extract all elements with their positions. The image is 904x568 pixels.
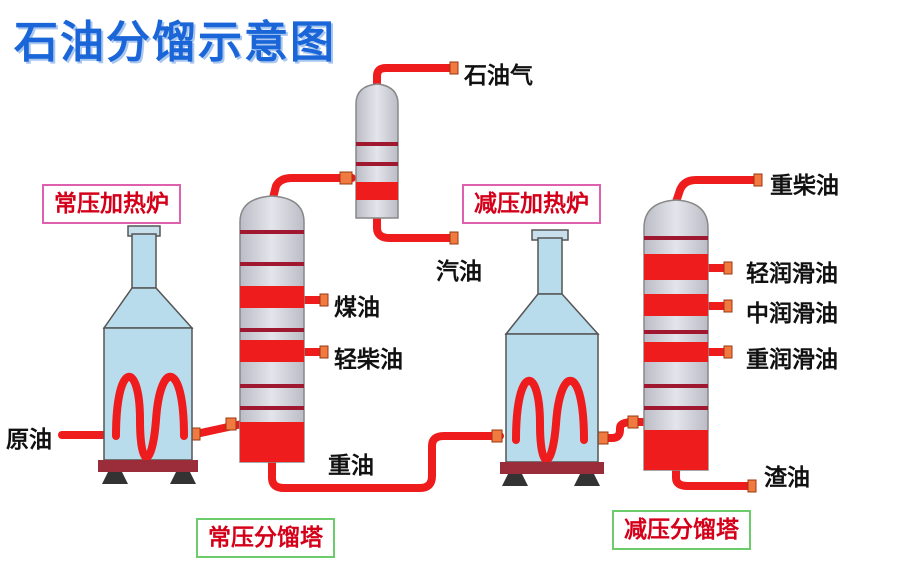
furnace-leg-left [102, 472, 128, 484]
heavy-diesel-label: 重柴油 [770, 173, 839, 199]
tower-band [644, 254, 708, 280]
tower-tray [644, 384, 708, 388]
gasoline-pipe [373, 214, 456, 242]
diagram-title: 石油分馏示意图 [14, 17, 336, 68]
light-diesel-label: 轻柴油 [334, 347, 403, 373]
residue-pipe [672, 464, 754, 490]
atmospheric-furnace-label: 常压加热炉 [42, 184, 181, 224]
tower-band [240, 286, 304, 308]
tower-tray [240, 384, 304, 388]
furnace-hood [102, 287, 194, 329]
atmospheric-furnace [98, 225, 198, 484]
furnace-leg-right [170, 472, 196, 484]
atm-overhead-pipe [268, 174, 356, 206]
atm-feed-valve [225, 417, 237, 431]
furnace-base [98, 460, 198, 472]
vacuum-furnace-label: 减压加热炉 [462, 184, 601, 224]
overhead-inlet-valve [339, 171, 353, 185]
tower-tray [644, 406, 708, 410]
furnace-chimney [131, 233, 157, 289]
furnace-heating-coil [112, 372, 188, 462]
light-lube-valve [723, 261, 733, 275]
heavy-diesel-pipe [672, 176, 760, 206]
medium-lube-label: 中润滑油 [746, 301, 838, 327]
atmospheric-tower-label: 常压分馏塔 [196, 518, 335, 558]
tower-band [644, 294, 708, 316]
gasoline-label: 汽油 [436, 259, 482, 285]
medium-lube-valve [723, 299, 733, 313]
tower-band [240, 340, 304, 362]
furnace-leg-right [574, 474, 600, 486]
crude-oil-label: 原油 [6, 427, 52, 453]
heavy-lube-label: 重润滑油 [746, 347, 838, 373]
pipe-fittings [189, 61, 763, 493]
tower-tray [644, 236, 708, 240]
furnace-base [500, 462, 604, 474]
light-lube-label: 轻润滑油 [746, 261, 838, 287]
vacuum-furnace [500, 229, 604, 486]
tower-tray [644, 330, 708, 334]
column-tray [356, 142, 398, 146]
column-tray [356, 162, 398, 166]
tower-shell [643, 199, 709, 471]
petroleum-gas-pipe [373, 64, 456, 90]
kerosene-label: 煤油 [334, 295, 380, 321]
column-band [356, 182, 398, 200]
overhead-column [355, 83, 399, 219]
atmospheric-tower [239, 195, 305, 463]
furnace-leg-left [502, 474, 528, 486]
residue-valve [747, 479, 757, 493]
vacuum-tower-label: 减压分馏塔 [612, 510, 751, 550]
tower-band [644, 430, 708, 470]
vac-furnace-inlet-valve [491, 429, 503, 443]
vac-furnace-outlet-valve [597, 431, 609, 445]
residue-label: 渣油 [764, 465, 810, 491]
heavy-oil-label: 重油 [328, 453, 374, 479]
kerosene-valve [319, 293, 329, 307]
furnace-chimney [537, 237, 563, 295]
furnace-hood [504, 293, 600, 335]
tower-tray [240, 406, 304, 410]
light-diesel-valve [319, 345, 329, 359]
vac-feed-valve [627, 415, 639, 429]
tower-band [240, 422, 304, 462]
vacuum-tower [643, 199, 709, 471]
petroleum-gas-label: 石油气 [464, 63, 533, 89]
tower-tray [240, 230, 304, 234]
petroleum-gas-valve [449, 61, 459, 75]
tower-tray [240, 328, 304, 332]
furnace-heating-coil [512, 376, 588, 464]
heavy-diesel-valve [753, 173, 763, 187]
tower-band [644, 342, 708, 362]
tower-tray [240, 262, 304, 266]
gasoline-valve [449, 231, 459, 245]
heavy-oil-pipe [268, 432, 504, 492]
heavy-lube-valve [723, 345, 733, 359]
